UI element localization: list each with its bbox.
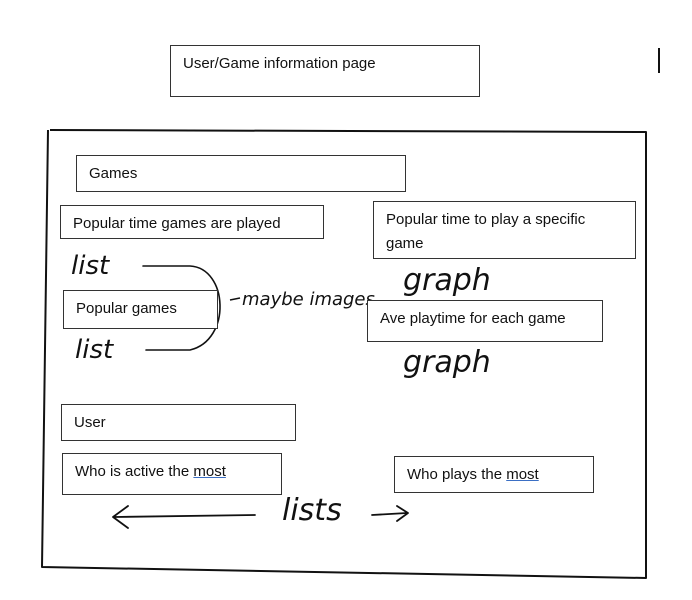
- note-list-2: list: [75, 335, 114, 365]
- bracket-tick: [229, 297, 241, 301]
- page-title: User/Game information page: [170, 45, 480, 97]
- plays-most-box: Who plays the most: [394, 456, 594, 493]
- popular-games-box: Popular games: [63, 290, 218, 329]
- ave-playtime-box: Ave playtime for each game: [367, 300, 603, 342]
- left-arrow: [112, 505, 256, 529]
- note-list-1: list: [71, 251, 110, 281]
- note-graph-2: graph: [403, 345, 491, 380]
- popular-time-specific-game-text: Popular time to play a specific game: [386, 211, 586, 252]
- popular-time-specific-game-box: Popular time to play a specific game: [373, 201, 636, 259]
- ave-playtime-text: Ave playtime for each game: [380, 310, 566, 327]
- games-heading: Games: [76, 155, 406, 192]
- page-title-text: User/Game information page: [183, 55, 376, 72]
- note-lists: lists: [282, 493, 342, 528]
- active-most-emph: most: [193, 463, 226, 480]
- popular-time-games-box: Popular time games are played: [60, 205, 324, 239]
- note-maybe-images: maybe images: [242, 289, 375, 310]
- active-most-prefix: Who is active the: [75, 463, 194, 480]
- user-heading-text: User: [74, 414, 106, 431]
- popular-games-text: Popular games: [76, 300, 177, 317]
- plays-most-emph: most: [506, 466, 539, 483]
- active-most-box: Who is active the most: [62, 453, 282, 495]
- popular-time-games-text: Popular time games are played: [73, 215, 281, 232]
- note-graph-1: graph: [403, 263, 491, 298]
- outer-frame: [41, 129, 647, 579]
- right-arrow: [371, 505, 409, 522]
- games-heading-text: Games: [89, 165, 138, 182]
- user-heading: User: [61, 404, 296, 441]
- bracket-connector: [142, 265, 221, 351]
- plays-most-prefix: Who plays the: [407, 466, 507, 483]
